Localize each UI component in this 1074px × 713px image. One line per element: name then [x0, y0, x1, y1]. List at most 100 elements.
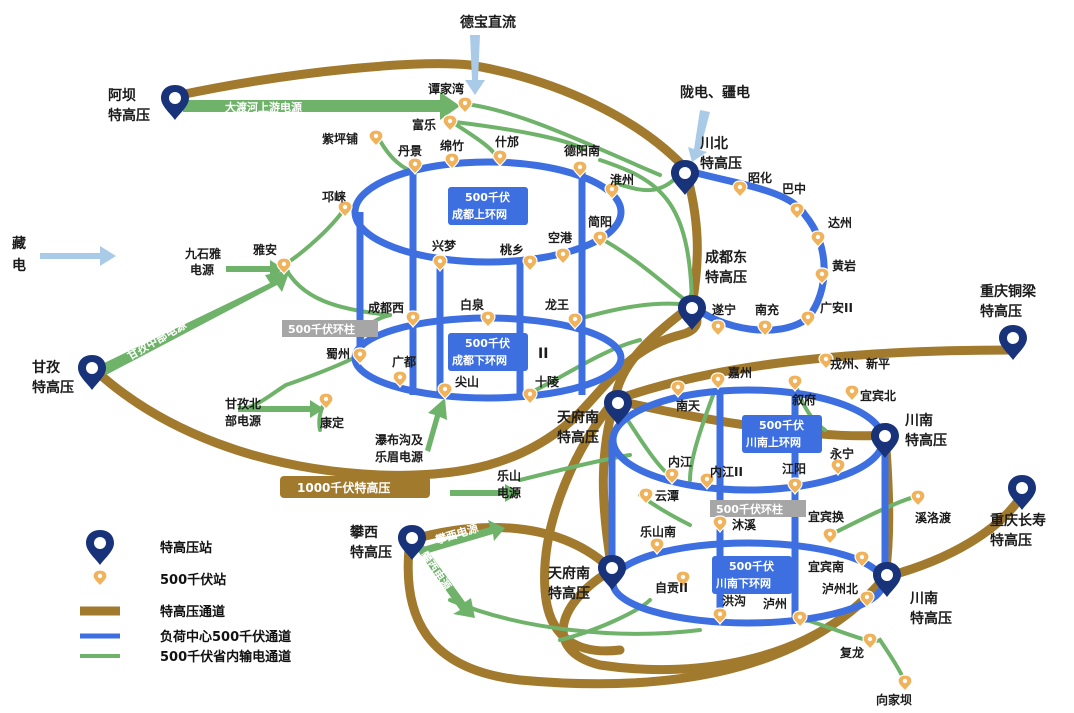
svg-text:德宝直流: 德宝直流: [460, 14, 516, 31]
svg-text:戎州、新平: 戎州、新平: [830, 356, 890, 371]
svg-text:龙王: 龙王: [545, 297, 569, 312]
power-sources: 九石雅 电源 甘孜北 部电源 瀑布沟及 乐眉电源 乐山 电源: [184, 246, 521, 500]
svg-text:500千伏环柱: 500千伏环柱: [288, 322, 355, 336]
external-sources: 德宝直流 陇电、疆电 藏 电: [12, 14, 750, 274]
uhv-tanjiawan-chuanbei: [465, 60, 690, 173]
svg-text:兴梦: 兴梦: [432, 238, 457, 253]
svg-text:十陵: 十陵: [535, 374, 560, 389]
svg-text:向家坝: 向家坝: [876, 692, 912, 707]
svg-text:特高压: 特高压: [980, 303, 1022, 320]
svg-text:特高压通道: 特高压通道: [160, 604, 225, 620]
svg-text:什邡: 什邡: [495, 134, 519, 149]
svg-text:甘孜: 甘孜: [32, 359, 61, 376]
svg-text:广都: 广都: [392, 354, 416, 369]
svg-text:1000千伏特高压: 1000千伏特高压: [297, 480, 390, 495]
svg-text:江阳: 江阳: [782, 461, 806, 476]
svg-text:藏: 藏: [12, 235, 26, 252]
svg-text:黄岩: 黄岩: [832, 258, 856, 273]
svg-text:II: II: [538, 346, 548, 362]
svg-text:大渡河上游电源: 大渡河上游电源: [225, 100, 302, 114]
svg-text:溪洛渡: 溪洛渡: [915, 510, 952, 525]
svg-text:特高压: 特高压: [557, 429, 599, 446]
svg-text:沐溪: 沐溪: [732, 517, 757, 532]
svg-text:巴中: 巴中: [782, 181, 806, 196]
svg-text:阿坝: 阿坝: [108, 88, 136, 104]
svg-text:南充: 南充: [755, 302, 779, 317]
svg-text:洪沟: 洪沟: [722, 593, 746, 608]
svg-text:负荷中心500千伏通道: 负荷中心500千伏通道: [160, 629, 291, 645]
svg-text:白泉: 白泉: [460, 297, 485, 312]
svg-text:自贡II: 自贡II: [655, 580, 688, 595]
svg-text:重庆铜梁: 重庆铜梁: [980, 283, 1037, 300]
uhv-tianfu-north-south: [598, 395, 620, 575]
svg-text:昭化: 昭化: [748, 170, 772, 185]
svg-text:特高压: 特高压: [108, 107, 150, 124]
svg-text:桃乡: 桃乡: [500, 242, 524, 257]
legend: 特高压站 500千伏站 特高压通道 负荷中心500千伏通道 500千伏省内输电通…: [80, 530, 291, 665]
svg-text:川北: 川北: [699, 136, 728, 152]
svg-text:电源: 电源: [190, 262, 214, 277]
svg-text:康定: 康定: [320, 415, 344, 430]
uhv-aba-tanjiawan: [175, 59, 475, 100]
svg-text:达州: 达州: [828, 215, 852, 230]
svg-text:500千伏: 500千伏: [759, 418, 804, 432]
kv500-stations: 谭家湾 富乐 紫坪铺 丹景 绵竹 什邡 德阳南 淮州 邛崃 简阳 兴梦 桃乡 空…: [252, 81, 952, 707]
svg-text:川南: 川南: [904, 412, 933, 429]
svg-text:内江II: 内江II: [710, 464, 743, 479]
uhv-tianfu-tonglang: [610, 345, 1017, 405]
svg-text:德阳南: 德阳南: [564, 143, 600, 158]
svg-text:复龙: 复龙: [839, 645, 864, 660]
svg-text:淮州: 淮州: [610, 172, 634, 187]
svg-text:500千伏站: 500千伏站: [160, 572, 226, 588]
svg-text:蜀州: 蜀州: [326, 347, 350, 361]
svg-text:500千伏: 500千伏: [465, 336, 510, 350]
svg-text:重庆长寿: 重庆长寿: [990, 512, 1046, 529]
svg-text:特高压: 特高压: [548, 585, 590, 602]
svg-text:特高压: 特高压: [705, 269, 747, 286]
svg-text:陇电、疆电: 陇电、疆电: [680, 84, 750, 101]
svg-text:永宁: 永宁: [829, 446, 854, 461]
svg-text:乐山南: 乐山南: [640, 524, 676, 539]
svg-text:邛崃: 邛崃: [322, 189, 346, 204]
uhv-panxi-tianfunan: [405, 523, 617, 575]
uhv-stations: 阿坝 特高压 川北 特高压 成都东 特高压 甘孜 特高压 天府南 特高压 天府南…: [32, 85, 1046, 627]
svg-text:特高压: 特高压: [700, 155, 742, 172]
svg-text:云潭: 云潭: [655, 488, 679, 503]
uhv-chuannan-changshou: [880, 490, 1027, 582]
svg-text:九石雅: 九石雅: [184, 246, 221, 261]
svg-text:瀑布沟及: 瀑布沟及: [375, 432, 424, 447]
svg-text:特高压站: 特高压站: [160, 540, 212, 556]
svg-text:成都西: 成都西: [368, 300, 404, 315]
svg-text:电: 电: [12, 257, 26, 274]
svg-text:攀西: 攀西: [350, 524, 378, 541]
svg-text:乐眉电源: 乐眉电源: [375, 449, 423, 464]
svg-text:特高压: 特高压: [910, 610, 952, 627]
svg-text:尖山: 尖山: [455, 374, 479, 389]
svg-text:川南: 川南: [909, 590, 938, 607]
svg-text:丹景: 丹景: [398, 144, 422, 158]
svg-text:特高压: 特高压: [350, 544, 392, 561]
svg-text:特高压: 特高压: [905, 432, 947, 449]
svg-text:成都上环网: 成都上环网: [452, 207, 507, 221]
svg-text:宜宾北: 宜宾北: [860, 388, 896, 403]
svg-text:500千伏省内输电通道: 500千伏省内输电通道: [160, 649, 291, 665]
uhv-south-loop: [558, 565, 890, 675]
channel-labels: 大渡河上游电源 甘孜中部电源 攀西电源 攀西电源 1000千伏特高压 500千伏…: [125, 100, 822, 594]
svg-text:川南上环网: 川南上环网: [745, 435, 801, 449]
uhv-ganzi-big-loop: [90, 300, 702, 480]
svg-text:成都东: 成都东: [705, 249, 747, 266]
svg-text:宜宾南: 宜宾南: [808, 559, 844, 574]
svg-text:雅安: 雅安: [252, 242, 277, 257]
svg-text:电源: 电源: [497, 485, 521, 500]
uhv-tianfu-west: [540, 395, 625, 656]
svg-text:南天: 南天: [676, 398, 701, 413]
svg-text:天府南: 天府南: [548, 565, 590, 582]
svg-text:遂宁: 遂宁: [712, 302, 736, 317]
svg-text:泸州北: 泸州北: [822, 581, 858, 596]
svg-text:500千伏环柱: 500千伏环柱: [716, 502, 783, 516]
svg-text:谭家湾: 谭家湾: [428, 81, 464, 96]
uhv-channels: [90, 59, 1027, 689]
svg-text:乐山: 乐山: [497, 468, 521, 483]
